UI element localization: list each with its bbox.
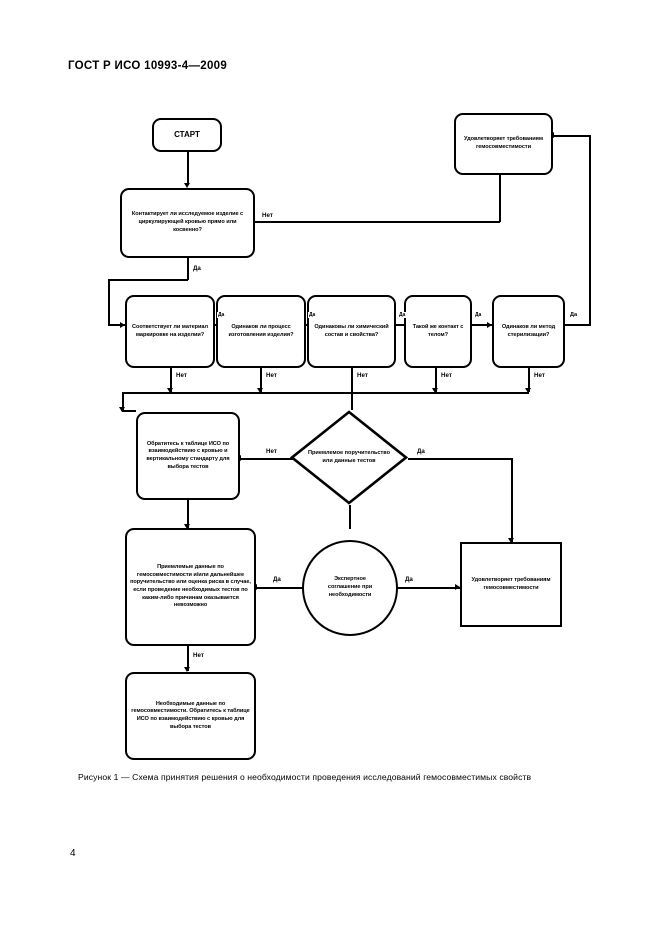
- connector-diamond-yes-right: [408, 458, 512, 460]
- connector-contact-yes-into-material: [108, 324, 125, 326]
- connector-diamond-to-circle: [349, 505, 351, 529]
- edge-label-chemical-no: Нет: [356, 372, 369, 379]
- connector-contactbody-to-sterilization: [472, 324, 492, 326]
- connector-sterilization-yes-right: [565, 324, 591, 326]
- edge-label-material-no: Нет: [175, 372, 188, 379]
- connector-contact-no-horizontal: [255, 221, 500, 223]
- node-question-manufacturing-process[interactable]: Одинаков ли процесс изготовления изделия…: [216, 295, 306, 368]
- edge-label-contactbody-yes: Да: [474, 312, 483, 318]
- arrowhead-contactbody-yes: [487, 322, 492, 328]
- connector-contact-no-vertical: [499, 175, 501, 222]
- document-header: ГОСТ Р ИСО 10993-4—2009: [68, 60, 228, 72]
- edge-label-diamond-yes: Да: [416, 448, 426, 455]
- arrowhead-contactbody-no: [432, 388, 438, 393]
- connector-bus-into-iso: [122, 410, 136, 412]
- node-expert-agreement[interactable]: Экспертное соглашение при необходимости: [302, 540, 398, 636]
- edge-label-process-no: Нет: [265, 372, 278, 379]
- arrowhead-iso-to-acceptable: [184, 524, 190, 529]
- connector-sterilization-yes-into-top: [553, 135, 591, 137]
- connector-no-bus-to-iso: [122, 392, 124, 410]
- arrowhead-diamond-yes: [508, 538, 514, 543]
- connector-chemical-no: [351, 368, 353, 410]
- diamond-shape-icon: [290, 410, 408, 505]
- edge-label-sterilization-yes: Да: [569, 312, 579, 318]
- connector-no-bus: [122, 392, 529, 394]
- edge-label-contact-no: Нет: [261, 212, 274, 219]
- node-decision-acceptable-warranty-label: Приемлемое поручительство или данные тес…: [307, 449, 391, 464]
- node-satisfies-requirements-top[interactable]: Удовлетворяет требованиям гемосовместимо…: [454, 113, 553, 175]
- arrowhead-acceptable-no: [184, 667, 190, 672]
- node-decision-acceptable-warranty[interactable]: Приемлемое поручительство или данные тес…: [290, 410, 408, 505]
- node-iso-table-reference[interactable]: Обратитесь к таблице ИСО по взаимодейств…: [136, 412, 240, 500]
- node-question-chemical-composition[interactable]: Одинаковы ли химический состав и свойств…: [307, 295, 396, 368]
- node-satisfies-requirements-bottom[interactable]: Удовлетворяет требованиям гемосовместимо…: [460, 542, 562, 627]
- node-question-sterilization-method[interactable]: Одинаков ли метод стерилизации?: [492, 295, 565, 368]
- edge-label-contact-yes: Да: [192, 265, 202, 272]
- edge-label-contactbody-no: Нет: [440, 372, 453, 379]
- arrowhead-circle-right-yes: [455, 584, 460, 590]
- edge-label-process-yes: Да: [308, 312, 317, 318]
- edge-label-chemical-yes: Да: [398, 312, 407, 318]
- connector-circle-left-yes: [256, 587, 302, 589]
- arrowhead-sterilization-no: [525, 388, 531, 393]
- connector-diamond-yes-down: [511, 458, 513, 542]
- connector-contact-yes-down: [187, 258, 189, 280]
- edge-label-acceptable-no: Нет: [192, 652, 205, 659]
- node-start[interactable]: СТАРТ: [152, 118, 222, 152]
- connector-process-no: [260, 368, 262, 392]
- node-acceptable-data[interactable]: Приемлемые данные по гемосовместимости и…: [125, 528, 256, 646]
- connector-diamond-no: [240, 458, 312, 460]
- connector-iso-to-acceptable: [187, 500, 189, 528]
- node-required-data[interactable]: Необходимые данные по гемосовместимости.…: [125, 672, 256, 760]
- connector-acceptable-no: [187, 646, 189, 671]
- edge-label-material-yes: Да: [217, 312, 226, 318]
- arrowhead-contact-yes: [120, 322, 125, 328]
- connector-sterilization-no: [528, 368, 530, 392]
- connector-contactbody-no: [435, 368, 437, 392]
- node-question-material-marking[interactable]: Соответствует ли материал маркировке на …: [125, 295, 215, 368]
- connector-sterilization-yes-up: [589, 135, 591, 325]
- connector-start-to-contact: [187, 152, 189, 185]
- arrowhead-material-no: [167, 388, 173, 393]
- arrowhead-start-to-contact: [184, 183, 190, 188]
- connector-material-no: [170, 368, 172, 392]
- edge-label-circle-left-yes: Да: [272, 576, 282, 583]
- page-number: 4: [70, 848, 76, 859]
- node-question-blood-contact[interactable]: Контактирует ли исследуемое изделие с ци…: [120, 188, 255, 258]
- node-question-body-contact[interactable]: Такой же контакт с телом?: [404, 295, 472, 368]
- edge-label-diamond-no: Нет: [265, 448, 278, 455]
- figure-caption: Рисунок 1 — Схема принятия решения о нео…: [78, 772, 532, 782]
- connector-contact-yes-down2: [108, 279, 110, 325]
- edge-label-circle-right-yes: Да: [404, 576, 414, 583]
- connector-contact-yes-left: [108, 279, 188, 281]
- arrowhead-bus-to-iso: [119, 407, 125, 412]
- connector-circle-right-yes: [398, 587, 460, 589]
- arrowhead-process-no: [257, 388, 263, 393]
- edge-label-sterilization-no: Нет: [533, 372, 546, 379]
